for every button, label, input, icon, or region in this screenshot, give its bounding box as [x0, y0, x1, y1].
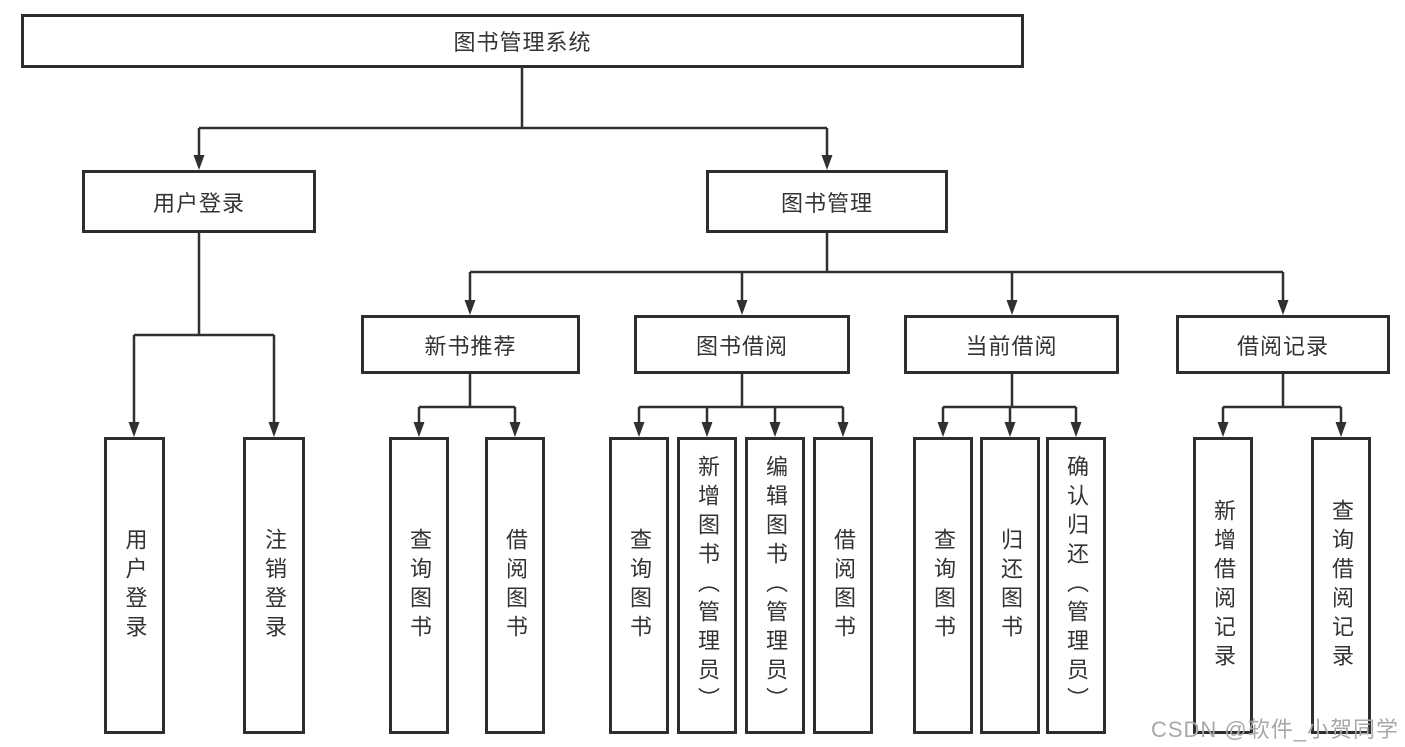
node-label: 用户登录 — [122, 527, 148, 644]
node-borrowing-edit-books-admin: 编辑图书（管理员） — [745, 437, 805, 734]
node-recommend-borrow-books: 借阅图书 — [485, 437, 545, 734]
node-new-book-recommend: 新书推荐 — [361, 315, 580, 374]
node-user-login-branch: 用户登录 — [82, 170, 316, 233]
node-label: 用户登录 — [152, 190, 245, 216]
csdn-watermark: CSDN @软件_小贺同学 — [1150, 717, 1399, 742]
node-label: 图书管理 — [780, 190, 873, 216]
node-label: 查询图书 — [407, 527, 432, 644]
node-recommend-query-books: 查询图书 — [389, 437, 449, 734]
node-label: 借阅图书 — [831, 527, 856, 644]
node-borrowing-records: 借阅记录 — [1176, 315, 1390, 374]
node-label: 当前借阅 — [965, 333, 1058, 359]
node-label: 注销登录 — [262, 527, 287, 644]
node-current-borrowing: 当前借阅 — [904, 315, 1119, 374]
node-label: 新增图书（管理员） — [695, 455, 720, 716]
node-current-confirm-return-admin: 确认归还（管理员） — [1046, 437, 1106, 734]
node-label: 查询借阅记录 — [1329, 498, 1354, 673]
node-current-query-books: 查询图书 — [913, 437, 973, 734]
node-current-return-books: 归还图书 — [980, 437, 1040, 734]
node-borrowing-borrow-books: 借阅图书 — [813, 437, 873, 734]
node-borrowing-add-books-admin: 新增图书（管理员） — [677, 437, 737, 734]
node-logout-login: 注销登录 — [243, 437, 305, 734]
node-label: 借阅图书 — [503, 527, 528, 644]
node-label: 新增借阅记录 — [1211, 498, 1236, 673]
node-label: 编辑图书（管理员） — [763, 455, 788, 716]
node-book-borrowing: 图书借阅 — [634, 315, 850, 374]
node-borrowing-query-books: 查询图书 — [609, 437, 669, 734]
node-label: 图书借阅 — [695, 333, 788, 359]
node-label: 图书管理系统 — [453, 30, 592, 55]
node-label: 查询图书 — [931, 527, 956, 644]
node-label: 借阅记录 — [1236, 333, 1329, 359]
node-user-login: 用户登录 — [104, 437, 165, 734]
node-root: 图书管理系统 — [21, 14, 1024, 68]
node-label: 新书推荐 — [424, 333, 517, 359]
node-label: 归还图书 — [998, 527, 1023, 644]
node-label: 确认归还（管理员） — [1064, 455, 1089, 716]
node-records-query-record: 查询借阅记录 — [1311, 437, 1371, 734]
node-label: 查询图书 — [627, 527, 652, 644]
node-book-management: 图书管理 — [706, 170, 948, 233]
node-records-add-record: 新增借阅记录 — [1193, 437, 1253, 734]
